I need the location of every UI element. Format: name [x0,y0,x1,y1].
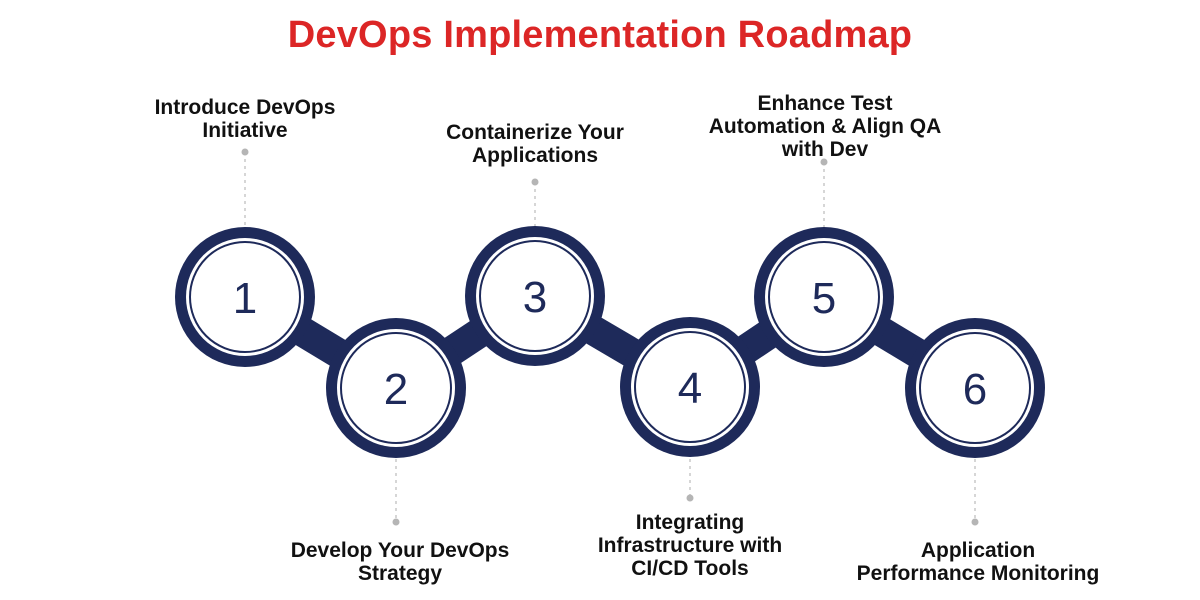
step-number-6: 6 [963,365,987,414]
step-circle-1: 1 [175,227,315,367]
leader-dot [971,518,979,526]
step-number-1: 1 [233,274,257,323]
step-number-3: 3 [523,273,547,322]
leader-lines [244,152,976,522]
leader-dot [531,178,539,186]
step-number-4: 4 [678,364,702,413]
step-label-2: Develop Your DevOps Strategy [290,539,510,585]
step-circle-2: 2 [326,318,466,458]
step-circle-4: 4 [620,317,760,457]
step-circle-3: 3 [465,226,605,366]
step-label-6: Application Performance Monitoring [856,539,1100,585]
step-label-4: Integrating Infrastructure with CI/CD To… [597,511,783,580]
step-number-2: 2 [384,365,408,414]
step-number-5: 5 [812,274,836,323]
leader-dot [686,494,694,502]
step-label-1: Introduce DevOps Initiative [154,96,336,142]
step-circle-5: 5 [754,227,894,367]
page-title: DevOps Implementation Roadmap [287,14,913,56]
step-label-3: Containerize Your Applications [446,121,624,167]
step-label-5: Enhance Test Automation & Align QA with … [708,92,942,161]
leader-dot [392,518,400,526]
step-circle-6: 6 [905,318,1045,458]
leader-dot [820,158,828,166]
leader-dots [241,148,979,526]
leader-dot [241,148,249,156]
